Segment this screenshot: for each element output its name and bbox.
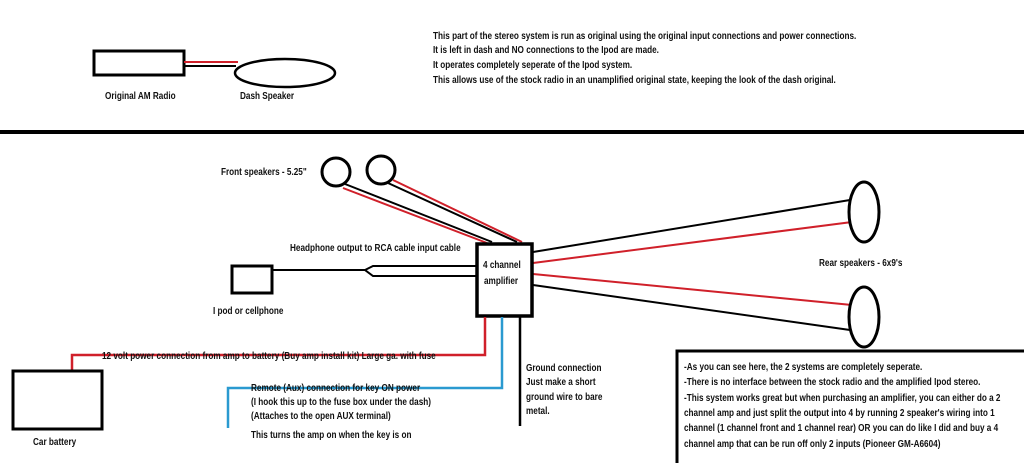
top-note-2: It is left in dash and NO connections to…: [433, 44, 659, 55]
front-speakers-label: Front speakers - 5.25": [221, 166, 307, 177]
car-battery-box: [11, 369, 104, 431]
summary-line-5: channel (1 channel front and 1 channel r…: [684, 422, 999, 433]
amp-label-2: amplifier: [484, 275, 519, 286]
ground-line-3: ground wire to bare: [526, 391, 602, 402]
summary-line-2: -There is no interface between the stock…: [684, 376, 980, 387]
summary-line-3: -This system works great but when purcha…: [684, 392, 1000, 403]
ground-line-4: metal.: [526, 405, 550, 416]
car-battery-label: Car battery: [33, 436, 77, 447]
am-radio-box: [92, 49, 186, 77]
ipod-box: [230, 264, 274, 295]
summary-box: [675, 349, 1024, 463]
rear-speaker-upper: [847, 180, 881, 244]
front-speaker-left: [320, 156, 352, 188]
dash-speaker: [233, 57, 337, 89]
rear-upper-wire-red: [532, 221, 853, 264]
rear-upper-wire-black: [532, 199, 851, 253]
amp-label-1: 4 channel: [483, 259, 521, 270]
top-note-3: It operates completely seperate of the I…: [433, 59, 632, 70]
ground-line-2: Just make a short: [526, 376, 596, 387]
rear-speaker-lower: [847, 285, 881, 349]
amplifier-box: [475, 242, 534, 318]
remote-wire: [226, 317, 504, 428]
power-wire: [70, 317, 487, 371]
summary-line-4: channel amp and just split the output in…: [684, 407, 995, 418]
remote-line-3: (Attaches to the open AUX terminal): [251, 410, 391, 421]
power-label: 12 volt power connection from amp to bat…: [102, 350, 436, 361]
front-speaker-right: [365, 154, 397, 186]
front-left-wire-red: [342, 187, 488, 244]
front-right-wire-black: [387, 182, 518, 243]
remote-line-2: (I hook this up to the fuse box under th…: [251, 396, 431, 407]
am-radio-label: Original AM Radio: [105, 90, 176, 101]
headphone-label: Headphone output to RCA cable input cabl…: [290, 242, 461, 253]
summary-line-1: -As you can see here, the 2 systems are …: [684, 361, 922, 372]
front-left-wire-black: [344, 183, 493, 243]
summary-line-6: channel amp that can be run off only 2 i…: [684, 438, 940, 449]
top-note-1: This part of the stereo system is run as…: [433, 30, 856, 41]
rear-lower-wire-red: [532, 273, 853, 306]
remote-line-1: Remote (Aux) connection for key ON power: [251, 382, 421, 393]
remote-line-4: This turns the amp on when the key is on: [251, 429, 412, 440]
ground-line-1: Ground connection: [526, 362, 602, 373]
top-note-4: This allows use of the stock radio in an…: [433, 74, 836, 85]
rear-lower-wire-black: [532, 284, 851, 331]
rca-cable: [363, 265, 477, 277]
front-right-wire-red: [392, 179, 523, 243]
ipod-label: I pod or cellphone: [213, 305, 283, 316]
rear-speakers-label: Rear speakers - 6x9's: [819, 257, 902, 268]
dash-speaker-label: Dash Speaker: [240, 90, 295, 101]
